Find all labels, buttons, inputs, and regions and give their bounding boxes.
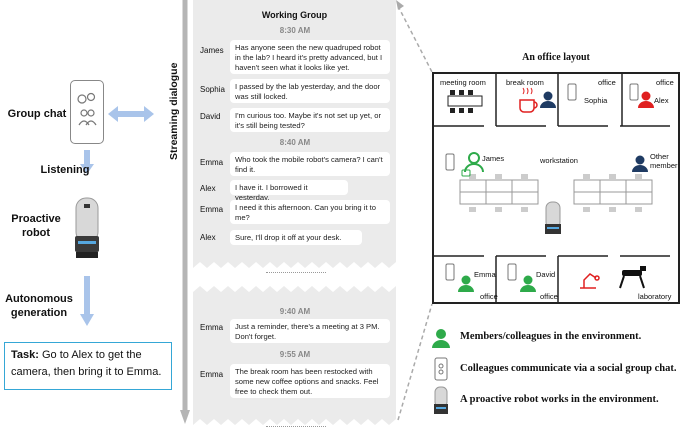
alex-label: Alex	[654, 96, 669, 105]
task-line1: Go to Alex to get the	[38, 349, 142, 361]
robot-icon	[75, 197, 99, 258]
laboratory-label: laboratory	[638, 292, 672, 301]
legend-group-chat: Colleagues communicate via a social grou…	[460, 363, 677, 374]
sender-name: Emma	[200, 323, 224, 332]
emma-label: Emma	[474, 270, 496, 279]
message-bubble: I passed by the lab yesterday, and the d…	[230, 79, 390, 103]
office-walls	[434, 74, 678, 302]
other-line1: Other	[650, 152, 669, 161]
proactive-robot-label: Proactive robot	[6, 212, 66, 240]
legend-robot: A proactive robot works in the environme…	[460, 394, 659, 405]
autonomous-line1: Autonomous	[5, 293, 73, 305]
down-arrow-icon	[80, 150, 94, 174]
message-bubble: I have it. I borrowed it yesterday.	[230, 180, 348, 202]
david-label: David	[536, 270, 556, 279]
message-bubble: I'm curious too. Maybe it's not set up y…	[230, 108, 390, 132]
group-chat-label: Group chat	[7, 108, 67, 120]
office-label: office	[540, 292, 558, 301]
message-bubble: Has anyone seen the new quadruped robot …	[230, 40, 390, 74]
office-layout: meeting room break room office office So…	[432, 72, 680, 304]
james-label: James	[482, 154, 505, 163]
robot-icon	[434, 386, 448, 414]
timestamp: 9:55 AM	[279, 350, 311, 359]
other-line2: member	[650, 161, 678, 170]
listening-label: Listening	[40, 164, 90, 176]
message-bubble: The break room has been restocked with s…	[230, 364, 390, 398]
double-arrow-icon	[108, 106, 154, 122]
meeting-room-label: meeting room	[440, 78, 486, 87]
dots-separator	[266, 272, 326, 273]
sender-name: Alex	[200, 233, 216, 242]
sender-name: Emma	[200, 158, 224, 167]
streaming-arrow-icon	[180, 0, 190, 424]
office-label: office	[598, 78, 616, 87]
office-label: office	[656, 78, 674, 87]
workstation-label: workstation	[540, 156, 578, 165]
dots-separator	[266, 426, 326, 427]
task-line2: camera, then bring it to Emma.	[11, 366, 162, 378]
dashed-connector	[396, 0, 433, 421]
message-bubble: Just a reminder, there's a meeting at 3 …	[230, 319, 390, 343]
autonomous-generation-label: Autonomous generation	[2, 292, 76, 320]
legend-members: Members/colleagues in the environment.	[460, 331, 642, 342]
message-bubble: I need it this afternoon. Can you bring …	[230, 200, 390, 224]
sender-name: Sophia	[200, 85, 225, 94]
message-bubble: Sure, I'll drop it off at your desk.	[230, 230, 362, 245]
chat-title: Working Group	[261, 10, 328, 20]
other-member-label: Other member	[650, 152, 678, 170]
timestamp: 9:40 AM	[279, 307, 311, 316]
task-box: Task: Go to Alex to get the camera, then…	[4, 342, 172, 390]
sender-name: Alex	[200, 184, 216, 193]
office-title: An office layout	[522, 52, 590, 63]
sender-name: Emma	[200, 370, 224, 379]
sophia-label: Sophia	[584, 96, 608, 105]
group-chat-phone-icon	[70, 80, 104, 144]
member-icon	[432, 329, 450, 348]
person-icon	[458, 91, 654, 292]
timestamp: 8:30 AM	[279, 26, 311, 35]
proactive-line2: robot	[21, 227, 51, 239]
autonomous-line2: generation	[10, 307, 68, 319]
message-bubble: Who took the mobile robot's camera? I ca…	[230, 152, 390, 176]
office-label: office	[480, 292, 498, 301]
break-room-label: break room	[506, 78, 544, 87]
proactive-line1: Proactive	[11, 213, 61, 225]
phone-icon	[434, 357, 448, 381]
sender-name: David	[200, 112, 221, 121]
down-arrow-icon	[80, 276, 94, 326]
task-label: Task:	[11, 349, 39, 361]
sender-name: Emma	[200, 205, 224, 214]
sender-name: James	[200, 46, 224, 55]
timestamp: 8:40 AM	[279, 138, 311, 147]
